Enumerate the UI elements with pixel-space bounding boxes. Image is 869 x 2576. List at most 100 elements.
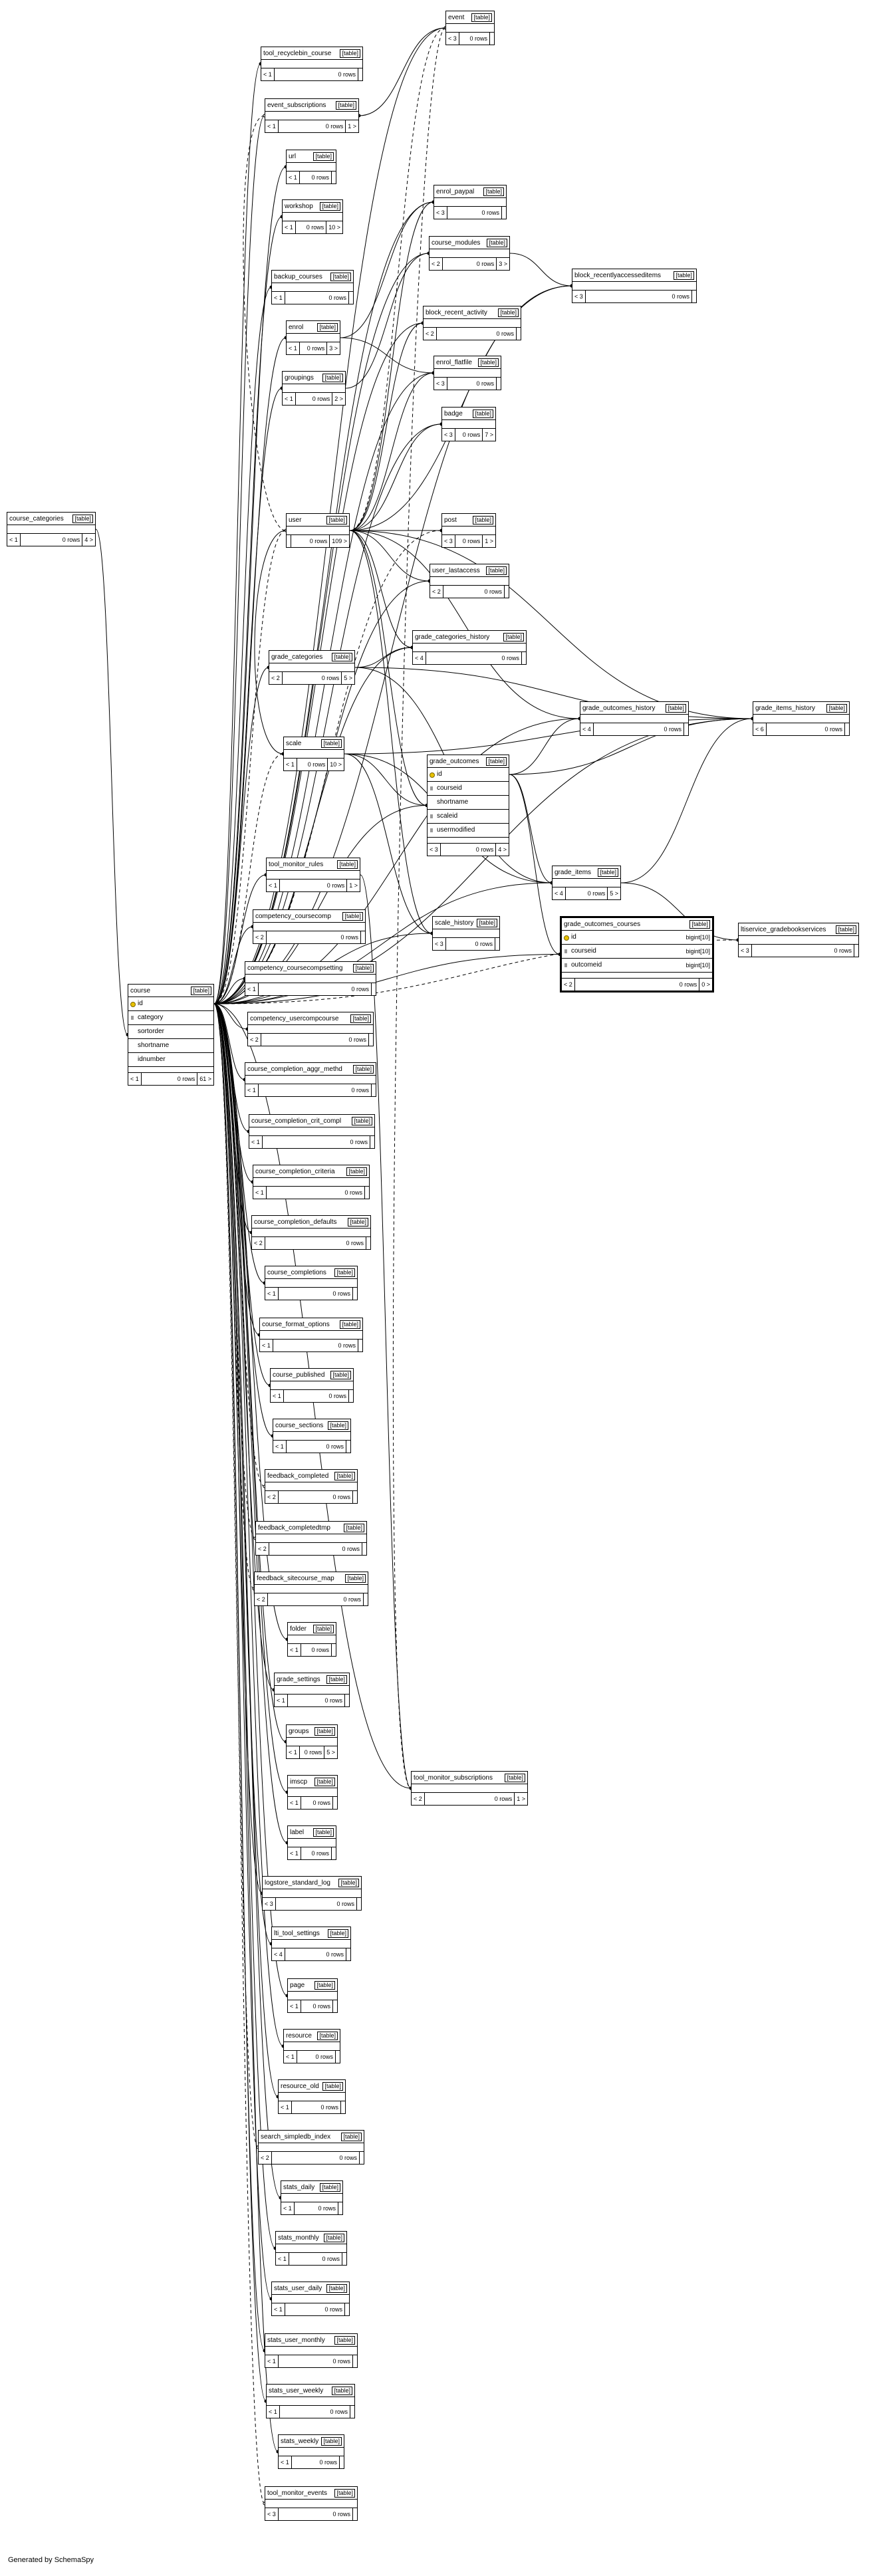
- table-header-lti-tool-settings[interactable]: lti_tool_settings[table]: [272, 1927, 350, 1940]
- table-header-course-format-options[interactable]: course_format_options[table]: [260, 1318, 362, 1331]
- table-header-block-recent-activity[interactable]: block_recent_activity[table]: [424, 306, 521, 319]
- table-header-grade-items[interactable]: grade_items[table]: [553, 866, 620, 879]
- table-header-course-modules[interactable]: course_modules[table]: [430, 237, 509, 249]
- table-header-competency-coursecomp[interactable]: competency_coursecomp[table]: [253, 910, 365, 923]
- table-header-course-published[interactable]: course_published[table]: [271, 1369, 353, 1381]
- table-header-folder[interactable]: folder[table]: [288, 1623, 336, 1635]
- column-shortname[interactable]: shortname: [428, 796, 509, 810]
- table-header-course-completions[interactable]: course_completions[table]: [265, 1266, 357, 1279]
- table-header-event[interactable]: event[table]: [446, 11, 494, 24]
- table-header-tool-monitor-rules[interactable]: tool_monitor_rules[table]: [267, 858, 360, 871]
- table-header-url[interactable]: url[table]: [287, 150, 336, 163]
- table-header-user[interactable]: user[table]: [287, 514, 349, 527]
- column-scaleid[interactable]: scaleid: [428, 810, 509, 824]
- table-header-resource[interactable]: resource[table]: [284, 2030, 340, 2042]
- table-header-course[interactable]: course[table]: [128, 985, 213, 997]
- table-header-grade-categories[interactable]: grade_categories[table]: [269, 651, 354, 663]
- table-header-grade-outcomes-courses[interactable]: grade_outcomes_courses[table]: [562, 918, 712, 931]
- column-category[interactable]: category: [128, 1011, 213, 1025]
- table-header-backup-courses[interactable]: backup_courses[table]: [272, 271, 353, 283]
- table-header-grade-outcomes-history[interactable]: grade_outcomes_history[table]: [580, 702, 688, 715]
- table-header-stats-user-daily[interactable]: stats_user_daily[table]: [272, 2282, 349, 2295]
- table-header-competency-usercompcourse[interactable]: competency_usercompcourse[table]: [248, 1012, 373, 1025]
- table-header-feedback-completedtmp[interactable]: feedback_completedtmp[table]: [256, 1522, 366, 1534]
- table-header-course-completion-aggr-methd[interactable]: course_completion_aggr_methd[table]: [245, 1063, 376, 1076]
- column-usermodified[interactable]: usermodified: [428, 824, 509, 838]
- column-id[interactable]: id: [128, 997, 213, 1011]
- table-header-logstore-standard-log[interactable]: logstore_standard_log[table]: [263, 1877, 361, 1889]
- table-header-post[interactable]: post[table]: [442, 514, 495, 527]
- table-header-resource-old[interactable]: resource_old[table]: [279, 2080, 345, 2093]
- table-header-competency-coursecompsetting[interactable]: competency_coursecompsetting[table]: [245, 962, 376, 975]
- column-sortorder[interactable]: sortorder: [128, 1025, 213, 1039]
- table-header-stats-weekly[interactable]: stats_weekly[table]: [279, 2435, 344, 2448]
- table-header-tool-monitor-events[interactable]: tool_monitor_events[table]: [265, 2487, 357, 2500]
- table-header-grade-items-history[interactable]: grade_items_history[table]: [753, 702, 849, 715]
- table-header-course-completion-criteria[interactable]: course_completion_criteria[table]: [253, 1165, 369, 1178]
- table-header-scale-history[interactable]: scale_history[table]: [433, 917, 499, 929]
- column-shortname[interactable]: shortname: [128, 1039, 213, 1053]
- table-header-groups[interactable]: groups[table]: [287, 1725, 337, 1738]
- table-header-scale[interactable]: scale[table]: [284, 737, 344, 750]
- table-header-stats-user-monthly[interactable]: stats_user_monthly[table]: [265, 2334, 357, 2347]
- table-header-workshop[interactable]: workshop[table]: [283, 200, 342, 213]
- table-header-imscp[interactable]: imscp[table]: [288, 1776, 337, 1788]
- table-header-course-sections[interactable]: course_sections[table]: [273, 1419, 350, 1432]
- table-header-ltiservice-gradebookservices[interactable]: ltiservice_gradebookservices[table]: [739, 923, 858, 936]
- table-header-course-completion-defaults[interactable]: course_completion_defaults[table]: [252, 1216, 370, 1229]
- table-header-grade-settings[interactable]: grade_settings[table]: [275, 1673, 349, 1686]
- column-courseid[interactable]: courseid: [428, 782, 509, 796]
- table-header-grade-outcomes[interactable]: grade_outcomes[table]: [428, 755, 509, 768]
